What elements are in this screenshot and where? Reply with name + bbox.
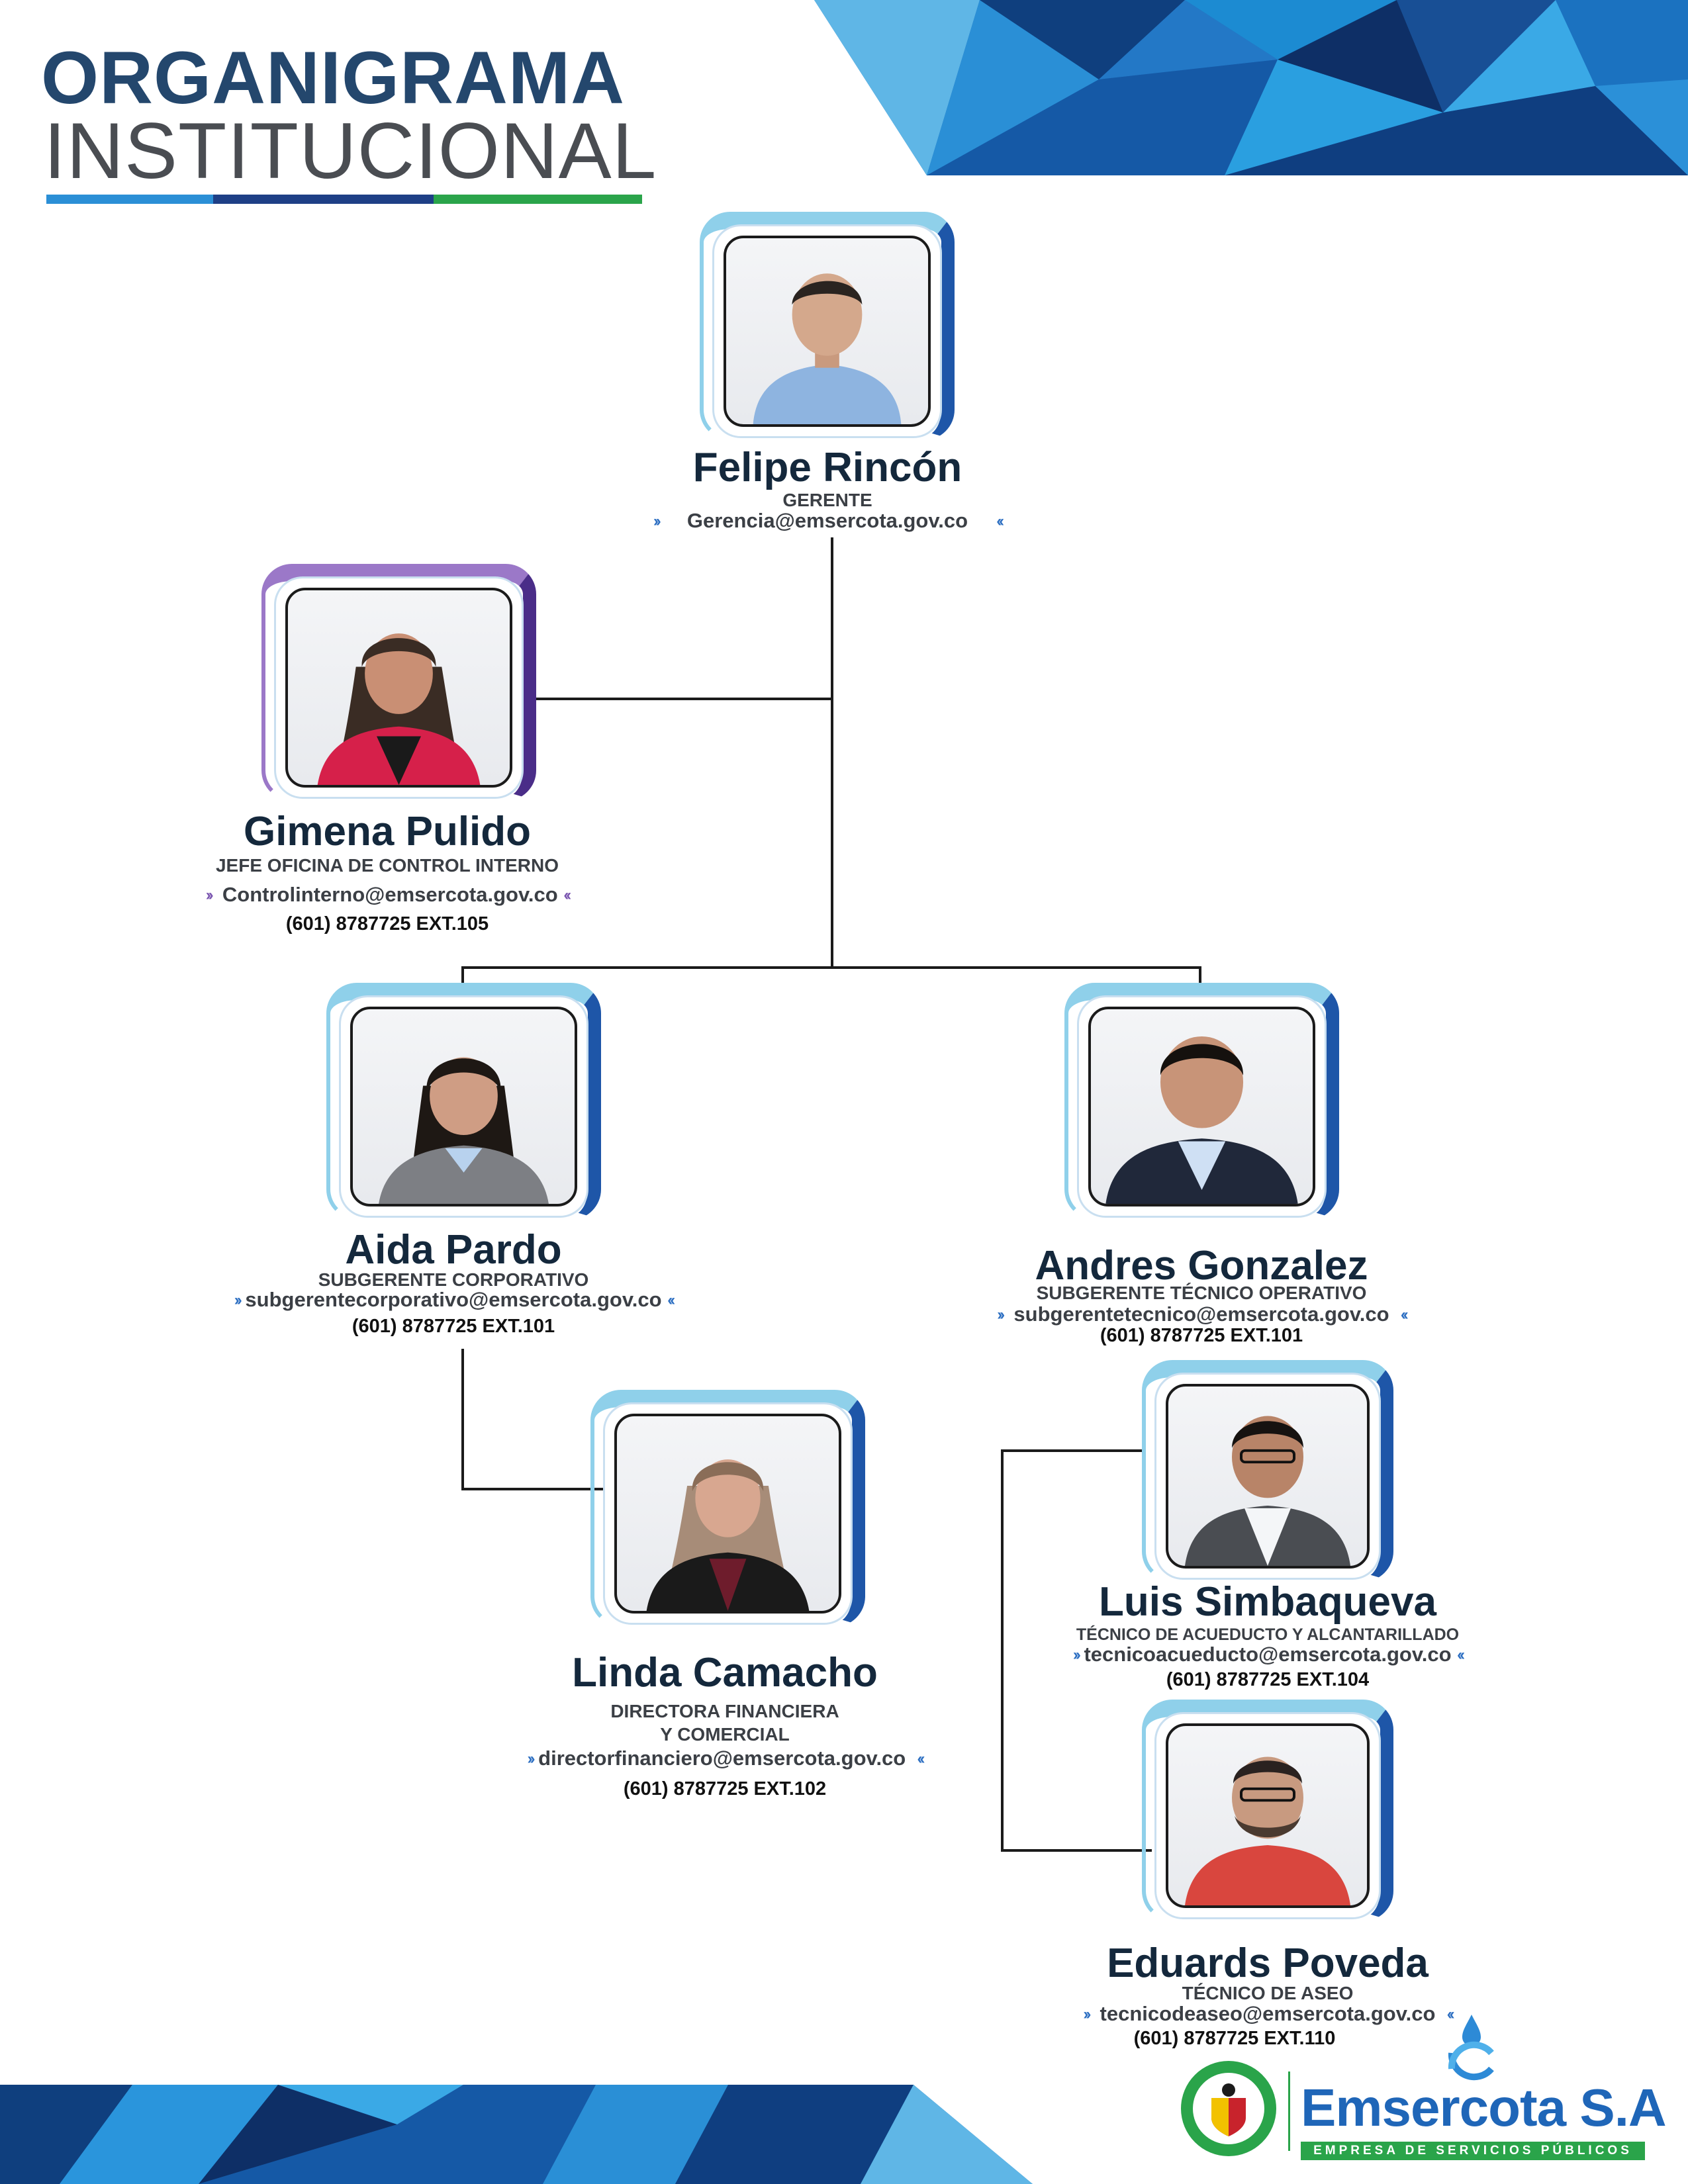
- connector-linda: [461, 1488, 603, 1490]
- photo-luis: [1166, 1384, 1370, 1569]
- connector-aida-down: [461, 1349, 464, 1490]
- email-row-felipe: ›› Gerencia@emsercota.gov.co ‹‹: [596, 510, 1059, 531]
- photo-card-luis: [1142, 1360, 1393, 1582]
- double-chevron-right-icon: ››: [1072, 1646, 1081, 1664]
- photo-card-felipe: [700, 212, 955, 440]
- double-chevron-left-icon: ‹‹: [667, 1291, 675, 1309]
- email-row-linda: ›› directorfinanciero@emsercota.gov.co ‹…: [460, 1748, 990, 1768]
- email-row-andres: ›› subgerentetecnico@emsercota.gov.co ‹‹: [937, 1304, 1466, 1324]
- connector-branch-bar: [461, 966, 1201, 969]
- photo-card-linda: [590, 1390, 865, 1627]
- name-linda: Linda Camacho: [572, 1650, 878, 1696]
- phone-andres: (601) 8787725 EXT.101: [1100, 1325, 1303, 1346]
- double-chevron-left-icon: ‹‹: [917, 1750, 925, 1768]
- double-chevron-left-icon: ‹‹: [563, 886, 571, 904]
- double-chevron-right-icon: ››: [653, 512, 661, 530]
- email-row-aida: ›› subgerentecorporativo@emsercota.gov.c…: [189, 1289, 718, 1310]
- role-andres: SUBGERENTE TÉCNICO OPERATIVO: [1036, 1283, 1367, 1303]
- photo-linda: [614, 1414, 841, 1614]
- role-aida: SUBGERENTE CORPORATIVO: [318, 1269, 589, 1290]
- double-chevron-left-icon: ‹‹: [1457, 1646, 1465, 1664]
- title-line-2: INSTITUCIONAL: [44, 107, 657, 195]
- double-chevron-right-icon: ››: [527, 1750, 536, 1768]
- role-linda: DIRECTORA FINANCIERA: [610, 1701, 839, 1721]
- drop-recycle-icon: [1448, 2015, 1494, 2081]
- photo-card-aida: [326, 983, 601, 1220]
- name-luis: Luis Simbaqueva: [1099, 1579, 1436, 1625]
- double-chevron-left-icon: ‹‹: [1446, 2005, 1455, 2023]
- connector-aida-drop: [461, 966, 464, 993]
- photo-felipe: [724, 236, 931, 427]
- double-chevron-left-icon: ‹‹: [996, 512, 1004, 530]
- photo-andres: [1088, 1007, 1315, 1206]
- double-chevron-right-icon: ››: [997, 1306, 1005, 1324]
- name-aida: Aida Pardo: [345, 1227, 562, 1273]
- phone-linda: (601) 8787725 EXT.102: [623, 1778, 827, 1799]
- email-luis[interactable]: tecnicoacueducto@emsercota.gov.co: [1084, 1643, 1452, 1666]
- phone-luis: (601) 8787725 EXT.104: [1166, 1669, 1370, 1690]
- company-tagline: EMPRESA DE SERVICIOS PÚBLICOS: [1301, 2142, 1645, 2160]
- role-luis: TÉCNICO DE ACUEDUCTO Y ALCANTARILLADO: [1076, 1625, 1460, 1644]
- connector-trunk: [831, 537, 833, 969]
- role-linda-line2: Y COMERCIAL: [660, 1724, 790, 1745]
- email-row-eduards: ›› tecnicodeaseo@emsercota.gov.co ‹‹: [970, 2003, 1566, 2024]
- name-felipe: Felipe Rincón: [692, 445, 962, 490]
- photo-aida: [350, 1007, 577, 1206]
- email-row-gimena: ›› Controlinterno@emsercota.gov.co ‹‹: [156, 884, 619, 905]
- role-felipe: GERENTE: [782, 490, 872, 510]
- title-line-1: ORGANIGRAMA: [41, 36, 626, 119]
- bottom-left-polygon-banner: [0, 2085, 1033, 2184]
- name-gimena: Gimena Pulido: [243, 809, 532, 854]
- connector-tech-vertical: [1001, 1449, 1004, 1852]
- email-gimena[interactable]: Controlinterno@emsercota.gov.co: [222, 883, 558, 906]
- role-gimena: JEFE OFICINA DE CONTROL INTERNO: [215, 855, 559, 876]
- name-eduards: Eduards Poveda: [1107, 1940, 1429, 1986]
- connector-gimena: [520, 698, 832, 700]
- municipal-seal-icon: [1181, 2061, 1276, 2156]
- photo-card-eduards: [1142, 1700, 1393, 1921]
- phone-eduards: (601) 8787725 EXT.110: [1133, 2028, 1336, 2049]
- phone-aida: (601) 8787725 EXT.101: [352, 1316, 555, 1337]
- double-chevron-right-icon: ››: [234, 1291, 242, 1309]
- role-eduards: TÉCNICO DE ASEO: [1182, 1983, 1354, 2003]
- email-andres[interactable]: subgerentetecnico@emsercota.gov.co: [1013, 1302, 1389, 1326]
- photo-card-gimena: [261, 564, 536, 801]
- name-andres: Andres Gonzalez: [1035, 1243, 1368, 1289]
- email-row-luis: ›› tecnicoacueducto@emsercota.gov.co ‹‹: [970, 1644, 1566, 1664]
- title-underline: [46, 195, 642, 204]
- phone-gimena: (601) 8787725 EXT.105: [285, 913, 489, 934]
- double-chevron-right-icon: ››: [205, 886, 214, 904]
- double-chevron-right-icon: ››: [1083, 2005, 1091, 2023]
- connector-eduards: [1001, 1849, 1152, 1852]
- connector-luis: [1001, 1449, 1145, 1452]
- email-aida[interactable]: subgerentecorporativo@emsercota.gov.co: [245, 1288, 662, 1311]
- double-chevron-left-icon: ‹‹: [1400, 1306, 1409, 1324]
- photo-card-andres: [1064, 983, 1339, 1220]
- logo-divider: [1288, 2071, 1290, 2151]
- email-linda[interactable]: directorfinanciero@emsercota.gov.co: [538, 1747, 906, 1770]
- photo-eduards: [1166, 1723, 1370, 1908]
- top-right-polygon-banner: [814, 0, 1688, 175]
- photo-gimena: [285, 588, 512, 788]
- company-name: Emsercota S.A: [1301, 2078, 1667, 2137]
- email-eduards[interactable]: tecnicodeaseo@emsercota.gov.co: [1100, 2002, 1436, 2025]
- email-felipe[interactable]: Gerencia@emsercota.gov.co: [686, 509, 968, 532]
- connector-andres-drop: [1199, 966, 1201, 993]
